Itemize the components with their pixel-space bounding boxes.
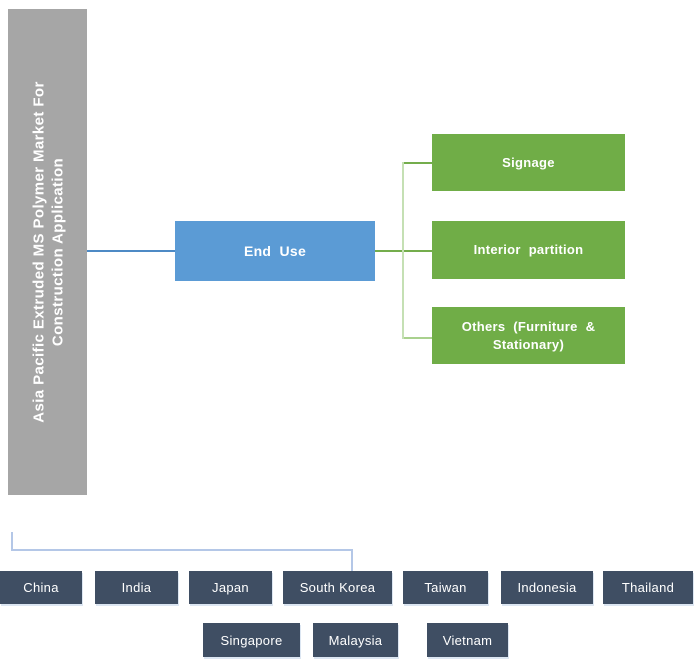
node-others-furniture-stationary: Others (Furniture & Stationary) (432, 307, 625, 364)
country-box-malaysia: Malaysia (313, 623, 398, 657)
connector-title-to-enduse (87, 250, 175, 252)
country-box-taiwan: Taiwan (403, 571, 488, 604)
country-box-india: India (95, 571, 178, 604)
node-end-use: End Use (175, 221, 375, 281)
market-title: Asia Pacific Extruded MS Polymer Market … (8, 9, 87, 495)
market-title-line1: Asia Pacific Extruded MS Polymer Market … (29, 81, 47, 423)
market-title-line2: Construction Application (48, 157, 66, 347)
connector-branch-to-others (403, 337, 432, 339)
connector-branch-to-signage (403, 162, 432, 164)
connector-countries-drop-left (11, 532, 13, 551)
connector-countries-drop-right (351, 549, 353, 572)
country-box-vietnam: Vietnam (427, 623, 508, 657)
connector-countries-horizontal (11, 549, 353, 551)
country-box-indonesia: Indonesia (501, 571, 593, 604)
node-interior-partition: Interior partition (432, 221, 625, 279)
country-box-south-korea: South Korea (283, 571, 392, 604)
market-title-bar: Asia Pacific Extruded MS Polymer Market … (8, 9, 87, 495)
country-box-singapore: Singapore (203, 623, 300, 657)
connector-branch-vertical (402, 162, 404, 339)
node-signage: Signage (432, 134, 625, 191)
country-box-china: China (0, 571, 82, 604)
country-box-thailand: Thailand (603, 571, 693, 604)
country-box-japan: Japan (189, 571, 272, 604)
